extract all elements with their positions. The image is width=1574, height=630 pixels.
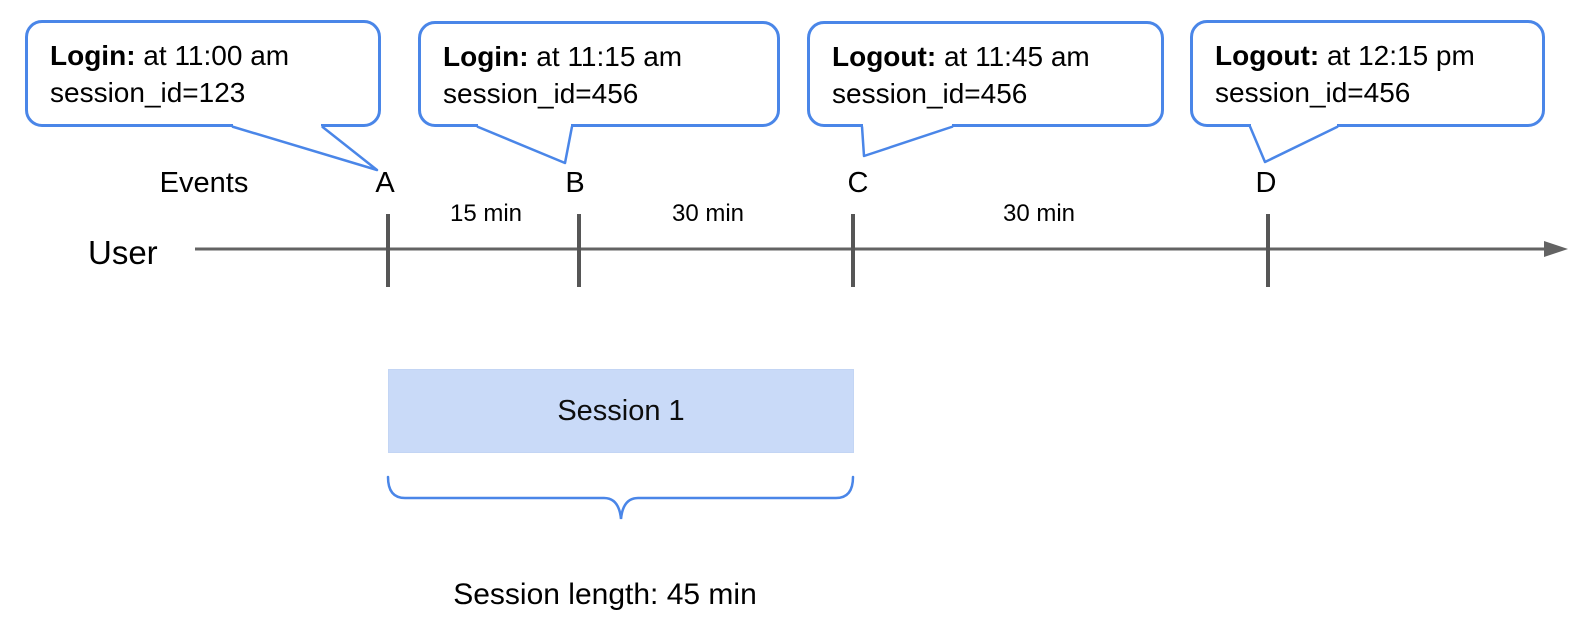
event-marker-d: D (1255, 167, 1277, 199)
callout-line-1: Logout: at 11:45 am (832, 38, 1143, 75)
session-id-text: session_id=456 (443, 78, 639, 109)
events-label: Events (159, 167, 249, 199)
event-marker-a: A (375, 167, 395, 199)
callout-bubble-event-c: Logout: at 11:45 am session_id=456 (807, 21, 1164, 127)
session-id-text: session_id=456 (832, 78, 1028, 109)
callout-line-1: Logout: at 12:15 pm (1215, 37, 1524, 74)
interval-label-a-b: 15 min (449, 200, 523, 227)
callout-tail-c (860, 122, 954, 158)
timeline-arrowhead (1544, 241, 1568, 257)
tick-c (851, 214, 855, 287)
callout-line-1: Login: at 11:00 am (50, 37, 360, 74)
interval-label-b-c: 30 min (671, 200, 745, 227)
session-id-text: session_id=123 (50, 77, 246, 108)
tick-b (577, 214, 581, 287)
callout-tail-d (1248, 122, 1339, 164)
session-span-box: Session 1 (388, 369, 854, 453)
event-time-text: at 12:15 pm (1319, 40, 1475, 71)
session-id-text: session_id=456 (1215, 77, 1411, 108)
tick-d (1266, 214, 1270, 287)
callout-bubble-event-d: Logout: at 12:15 pm session_id=456 (1190, 20, 1545, 127)
timeline-axis (195, 241, 1568, 257)
event-time-text: at 11:15 am (528, 41, 683, 72)
session-length-brace (386, 475, 855, 520)
callout-bubble-event-b: Login: at 11:15 am session_id=456 (418, 21, 780, 127)
tick-a (386, 214, 390, 287)
interval-label-c-d: 30 min (1002, 200, 1076, 227)
event-marker-b: B (565, 167, 585, 199)
timeline-row-label: User (88, 234, 158, 271)
event-time-text: at 11:00 am (135, 40, 290, 71)
event-type-label: Logout: (832, 41, 937, 72)
event-type-label: Login: (443, 41, 529, 72)
callout-bubble-event-a: Login: at 11:00 am session_id=123 (25, 20, 381, 127)
event-type-label: Login: (50, 40, 136, 71)
event-marker-c: C (847, 167, 869, 199)
callout-tail-b (476, 122, 574, 165)
session-box-label: Session 1 (557, 394, 685, 427)
callout-line-1: Login: at 11:15 am (443, 38, 759, 75)
callout-tail-a (231, 122, 379, 172)
event-time-text: at 11:45 am (936, 41, 1090, 72)
event-type-label: Logout: (1215, 40, 1320, 71)
session-length-caption: Session length: 45 min (453, 578, 757, 611)
